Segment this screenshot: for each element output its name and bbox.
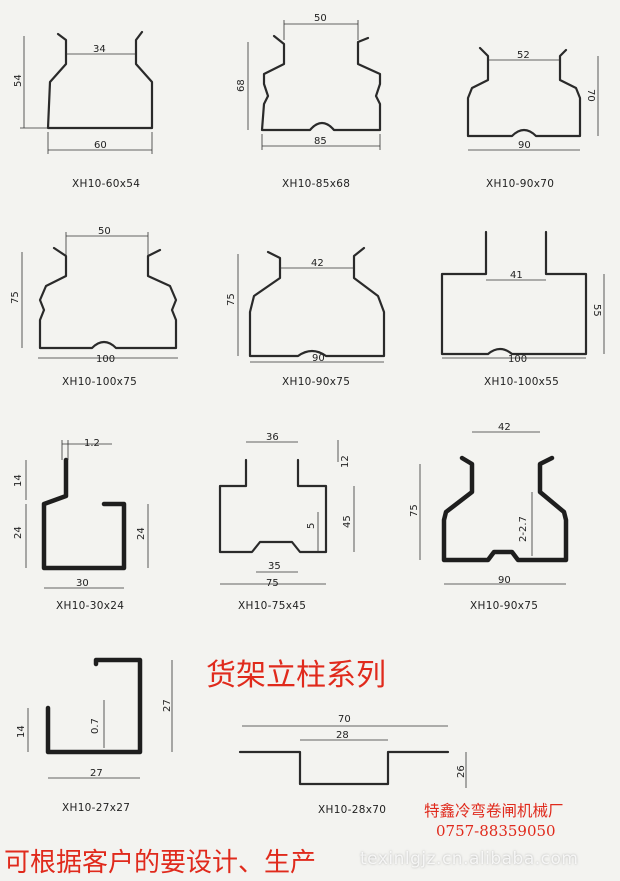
profile-xh10-75x45: 36 12 45 5 35 75 <box>218 432 355 589</box>
dim-height-left: 24 <box>13 526 24 539</box>
profile-xh10-27x27: 14 0.7 27 27 <box>16 657 173 779</box>
caption-xh10-90x70: XH10-90x70 <box>486 178 555 190</box>
dim-width-inner: 52 <box>517 50 530 61</box>
dim-height: 75 <box>226 293 237 306</box>
dim-width: 100 <box>96 354 115 365</box>
custom-design-slogan: 可根据客户的要设计、生产 <box>4 848 317 878</box>
dim-width: 60 <box>94 140 107 151</box>
dim-width: 85 <box>314 136 327 147</box>
dim-width-inner: 41 <box>510 270 523 281</box>
profile-xh10-90x75-b: 42 75 2-2.7 90 <box>409 422 569 586</box>
dim-lip: 12 <box>340 455 351 468</box>
caption-xh10-30x24: XH10-30x24 <box>56 600 125 612</box>
dim-rib: 5 <box>306 523 317 529</box>
watermark-text: texinlgjz.cn.alibaba.com <box>360 849 579 869</box>
caption-xh10-27x27: XH10-27x27 <box>62 802 131 814</box>
profile-xh10-100x55: 41 55 100 <box>440 230 605 365</box>
caption-xh10-90x75-a: XH10-90x75 <box>282 376 351 388</box>
profile-xh10-85x68: 50 68 85 <box>236 13 382 150</box>
dim-height: 26 <box>456 765 467 778</box>
dim-width-inner: 28 <box>336 730 349 741</box>
dim-thickness: 2-2.7 <box>518 516 529 542</box>
dim-width-inner: 50 <box>98 226 111 237</box>
caption-xh10-75x45: XH10-75x45 <box>238 600 307 612</box>
dim-rib-width: 35 <box>268 561 281 572</box>
dim-height: 27 <box>162 699 173 712</box>
dim-width-inner: 34 <box>93 44 106 55</box>
dim-height-right: 24 <box>136 527 147 540</box>
profile-xh10-90x70: 52 70 90 <box>466 46 599 151</box>
dim-height: 68 <box>236 79 247 92</box>
profile-xh10-28x70: 70 28 26 <box>238 714 467 788</box>
dim-width-inner: 50 <box>314 13 327 24</box>
dim-height: 75 <box>409 504 420 517</box>
dim-width: 90 <box>498 575 511 586</box>
dim-width: 27 <box>90 768 103 779</box>
dim-width: 90 <box>312 353 325 364</box>
dim-height: 70 <box>585 89 596 102</box>
dim-lip: 14 <box>16 725 27 738</box>
series-title: 货架立柱系列 <box>206 658 386 693</box>
dim-width-inner: 42 <box>311 258 324 269</box>
dim-height: 75 <box>10 291 21 304</box>
dim-width-inner: 36 <box>266 432 279 443</box>
profile-xh10-30x24: 1.2 14 24 24 30 <box>13 438 149 589</box>
caption-xh10-100x75: XH10-100x75 <box>62 376 138 388</box>
dim-thickness: 0.7 <box>90 718 101 734</box>
dim-width: 100 <box>508 354 527 365</box>
dim-height: 45 <box>342 515 353 528</box>
dim-height: 54 <box>13 74 24 87</box>
caption-xh10-28x70: XH10-28x70 <box>318 804 387 816</box>
profile-xh10-90x75-a: 42 75 90 <box>226 246 386 364</box>
caption-xh10-90x75-b: XH10-90x75 <box>470 600 539 612</box>
dim-height: 55 <box>591 304 602 317</box>
dim-width: 75 <box>266 578 279 589</box>
dim-width: 30 <box>76 578 89 589</box>
profile-xh10-60x54: 34 54 60 <box>13 30 154 154</box>
dim-width: 90 <box>518 140 531 151</box>
profile-xh10-100x75: 50 75 100 <box>10 226 178 365</box>
caption-xh10-60x54: XH10-60x54 <box>72 178 141 190</box>
phone-number: 0757-88359050 <box>436 822 556 840</box>
company-name: 特鑫冷弯卷闸机械厂 <box>424 802 564 820</box>
caption-xh10-85x68: XH10-85x68 <box>282 178 351 190</box>
dim-width: 70 <box>338 714 351 725</box>
dim-thickness: 1.2 <box>84 438 100 449</box>
caption-xh10-100x55: XH10-100x55 <box>484 376 560 388</box>
dim-width-inner: 42 <box>498 422 511 433</box>
dim-lip: 14 <box>13 474 24 487</box>
